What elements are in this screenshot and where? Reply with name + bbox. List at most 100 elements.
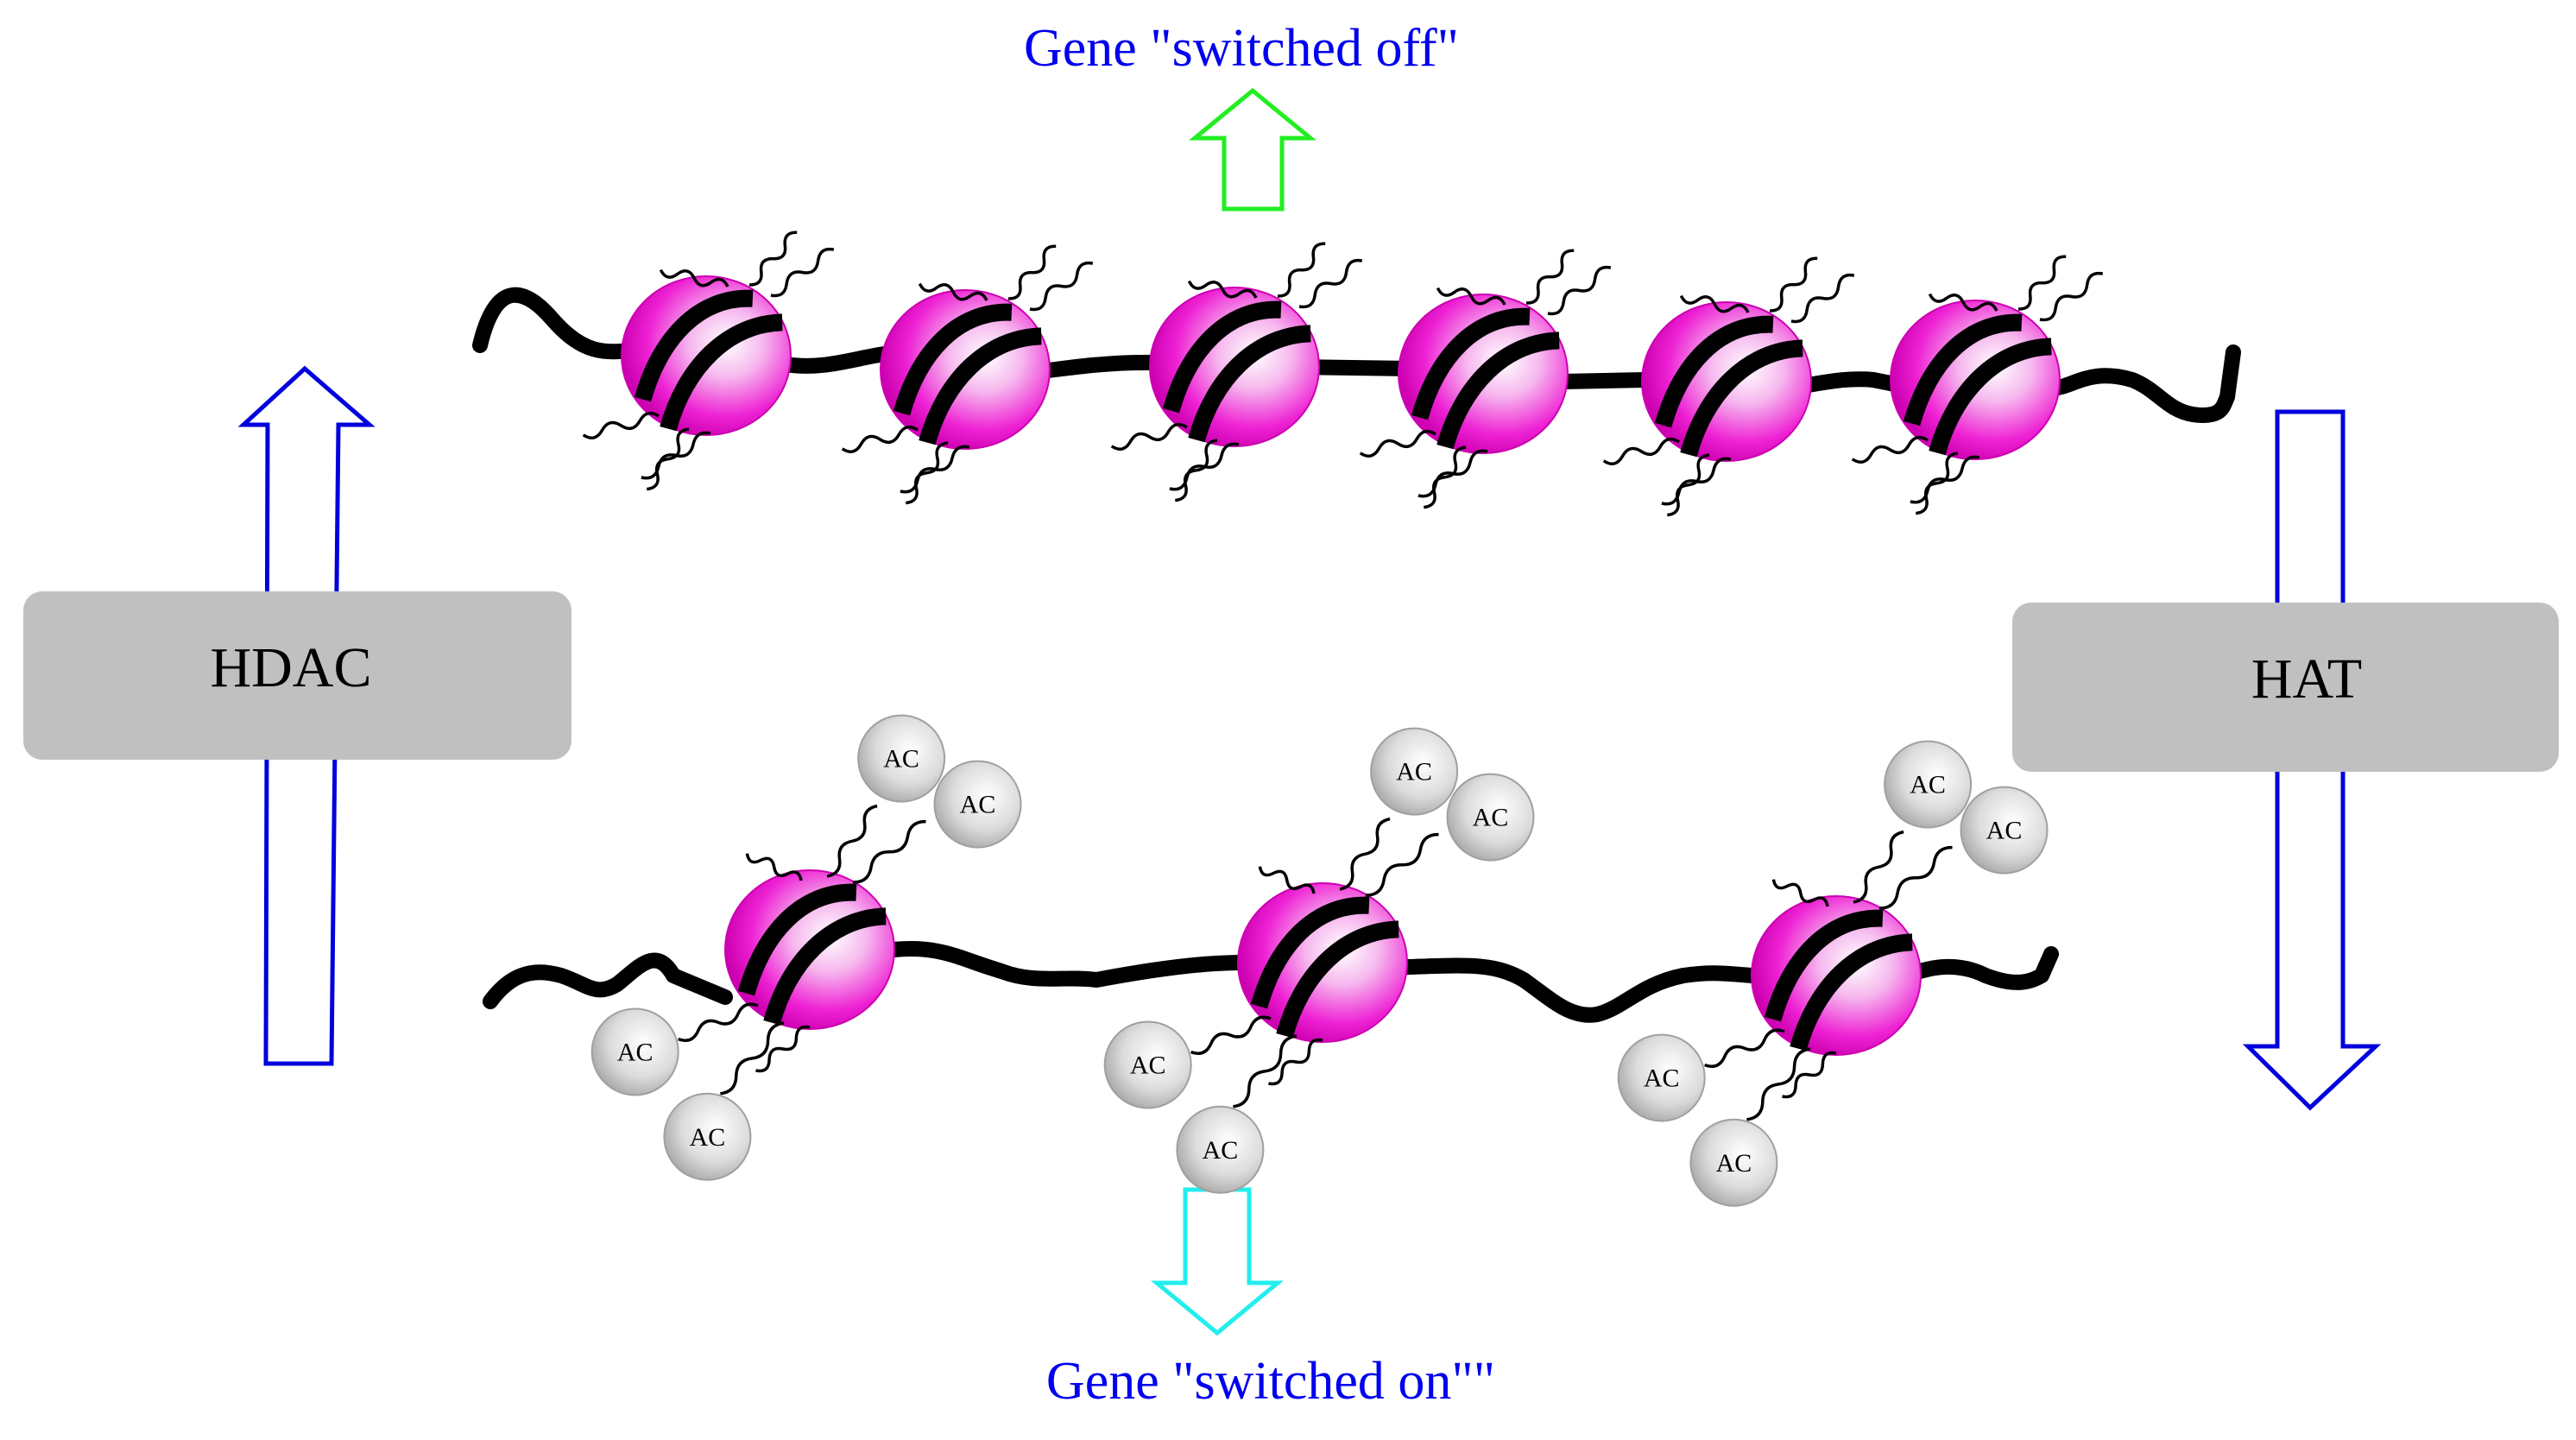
histone-tail <box>678 1002 759 1042</box>
acetyl-group: AC <box>1103 1020 1192 1109</box>
histone-tail <box>770 247 835 298</box>
acetyl-circle <box>1884 740 1973 829</box>
dna-wrap <box>737 883 857 996</box>
top-nucleosome <box>582 231 835 491</box>
dna-wrap <box>1250 896 1370 1009</box>
histone-tail <box>1187 280 1258 299</box>
histone-tail <box>1771 879 1829 907</box>
acetyl-label: AC <box>1473 804 1509 832</box>
acetyl-label: AC <box>1396 758 1432 786</box>
dna-wrap <box>1790 933 1913 1052</box>
acetyl-label: AC <box>1130 1051 1166 1079</box>
dna-wrap <box>1276 920 1399 1039</box>
histone-tail <box>1424 445 1467 509</box>
histone-tail <box>2017 255 2067 311</box>
histone-tail <box>852 819 926 884</box>
histone-tail <box>1365 832 1439 897</box>
acetyl-label: AC <box>617 1038 653 1066</box>
histone-tail <box>1339 817 1391 891</box>
acetyl-circle <box>1176 1105 1265 1194</box>
histone-tail <box>1169 442 1240 491</box>
histone-tail <box>641 431 711 480</box>
acetyl-circle <box>1960 786 2049 875</box>
dna-wrap <box>919 327 1042 445</box>
bottom-nucleosome <box>1190 817 1439 1108</box>
acetyl-group: AC <box>1617 1033 1706 1122</box>
dna-wrap <box>1436 332 1560 450</box>
top-nucleosome <box>841 244 1094 505</box>
histone-tail <box>1268 1038 1323 1086</box>
acetyl-circle <box>933 760 1022 849</box>
histone-tail <box>1298 258 1363 309</box>
acetyl-circle <box>1370 727 1459 816</box>
hdac-box <box>23 591 571 760</box>
top-nucleosome <box>1359 249 1612 509</box>
histone-tail <box>1790 273 1855 324</box>
histone-tail <box>1175 439 1218 502</box>
gene-on-arrow <box>1151 1187 1284 1336</box>
acetyl-group: AC <box>1176 1105 1265 1194</box>
histone-tail <box>1029 261 1094 312</box>
acetyl-group: AC <box>1689 1118 1778 1207</box>
acetyl-circle <box>663 1092 752 1181</box>
histone-tail <box>582 411 660 439</box>
top-nucleosome <box>1851 255 2104 515</box>
histone-tail <box>906 441 949 505</box>
bottom-dna-strand <box>483 941 2059 1023</box>
acetyl-label: AC <box>1203 1136 1239 1165</box>
histone-tail <box>659 268 729 287</box>
top-dna-strand <box>472 287 2241 423</box>
acetyl-label: AC <box>883 745 919 774</box>
histone-tail <box>1916 452 1959 515</box>
histone-tail <box>1851 435 1929 464</box>
dna-wrap <box>1411 307 1531 420</box>
histone-tail <box>1769 256 1818 313</box>
histone-tail <box>1782 1051 1837 1099</box>
histone-tail <box>1746 1047 1811 1121</box>
histone-tail <box>1525 249 1575 305</box>
histone-tail <box>1417 449 1488 498</box>
histone-tail <box>1436 287 1506 306</box>
acetyl-label: AC <box>1986 817 2023 845</box>
acetyl-label: AC <box>960 791 996 819</box>
acetyl-group: AC <box>590 1007 679 1096</box>
acetyl-circle <box>1446 773 1535 862</box>
dna-wrap <box>893 303 1013 416</box>
histone-tail <box>900 445 970 494</box>
histone-tail <box>1661 457 1732 506</box>
hat-box <box>2012 603 2559 772</box>
histone-tail <box>755 1025 811 1073</box>
histone-tail <box>1667 453 1710 517</box>
acetyl-group: AC <box>1884 740 1973 829</box>
histone-tail <box>1910 455 1980 504</box>
dna-wrap <box>1903 313 2023 426</box>
bottom-nucleosome <box>678 804 926 1096</box>
acetyl-group: AC <box>933 760 1022 849</box>
histone-tail <box>2039 271 2104 322</box>
acetyl-circle <box>1689 1118 1778 1207</box>
acetyl-label: AC <box>690 1123 726 1152</box>
hat-label: HAT <box>2251 647 2362 711</box>
histone-tail <box>1878 845 1953 910</box>
histone-tail <box>748 231 798 287</box>
histone-tail <box>1258 866 1316 894</box>
acetyl-circle <box>857 714 946 803</box>
acetyl-circle <box>590 1007 679 1096</box>
histone-tail <box>1277 242 1326 298</box>
acetyl-label: AC <box>1644 1064 1680 1092</box>
dna-wrap <box>1764 909 1884 1022</box>
histone-tail <box>1233 1034 1297 1108</box>
dna-wrap <box>763 907 887 1026</box>
histone-tail <box>841 425 919 453</box>
acetyl-group: AC <box>857 714 946 803</box>
hdac-label: HDAC <box>210 636 371 699</box>
acetyl-group: AC <box>663 1092 752 1181</box>
bottom-nucleosome <box>1704 830 1953 1121</box>
acetyl-group-layer: AC AC AC AC AC AC AC AC AC AC AC AC <box>590 714 2049 1207</box>
histone-tail <box>1602 437 1680 465</box>
top-nucleosome <box>1110 242 1363 502</box>
caption-gene-on: Gene "switched on"" <box>1046 1352 1495 1411</box>
histone-tail <box>1007 244 1057 300</box>
dna-wrap <box>634 289 754 402</box>
